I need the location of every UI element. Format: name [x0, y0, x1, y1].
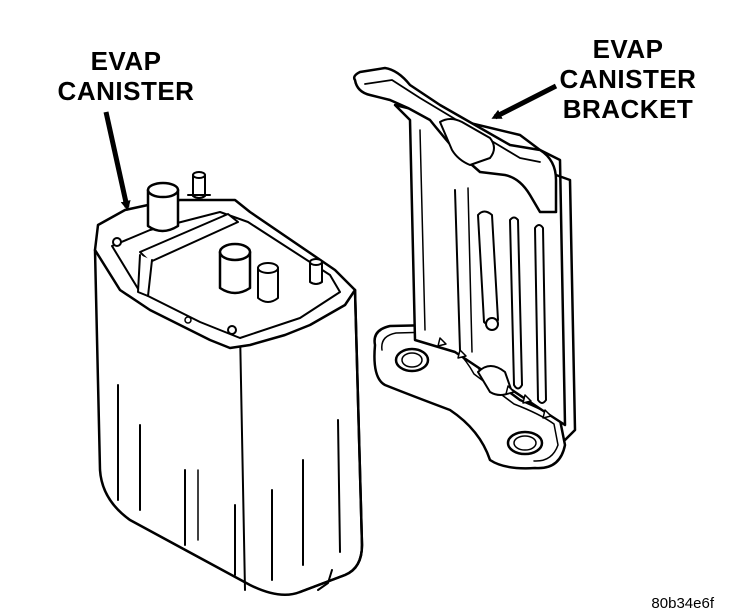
canister-mount-tab — [137, 254, 153, 297]
canister-nozzle-top — [192, 174, 206, 199]
evap-canister-bracket-label-line1: EVAP — [592, 34, 664, 64]
evap-canister-bracket-label: EVAP CANISTER BRACKET — [548, 34, 708, 124]
evap-canister-label: EVAP CANISTER — [56, 46, 196, 106]
bracket-label-arrow — [491, 83, 558, 120]
bracket-window-upper — [439, 118, 495, 166]
figure-id: 80b34e6f — [651, 595, 714, 612]
canister-port-large-right — [218, 250, 252, 295]
canister-port-medium — [257, 267, 279, 303]
canister-nozzle-right — [309, 261, 323, 285]
canister-port-large-left — [146, 188, 180, 233]
evap-canister-bracket-label-line2: CANISTER — [559, 64, 697, 94]
evap-canister-label-line1: EVAP — [90, 46, 162, 76]
canister-label-arrow — [103, 111, 131, 211]
canister-side-face — [298, 288, 364, 594]
evap-canister-bracket — [352, 66, 577, 470]
evap-canister-label-line2: CANISTER — [57, 76, 195, 106]
evap-canister-bracket-label-line3: BRACKET — [562, 94, 694, 124]
evap-canister — [93, 171, 364, 597]
